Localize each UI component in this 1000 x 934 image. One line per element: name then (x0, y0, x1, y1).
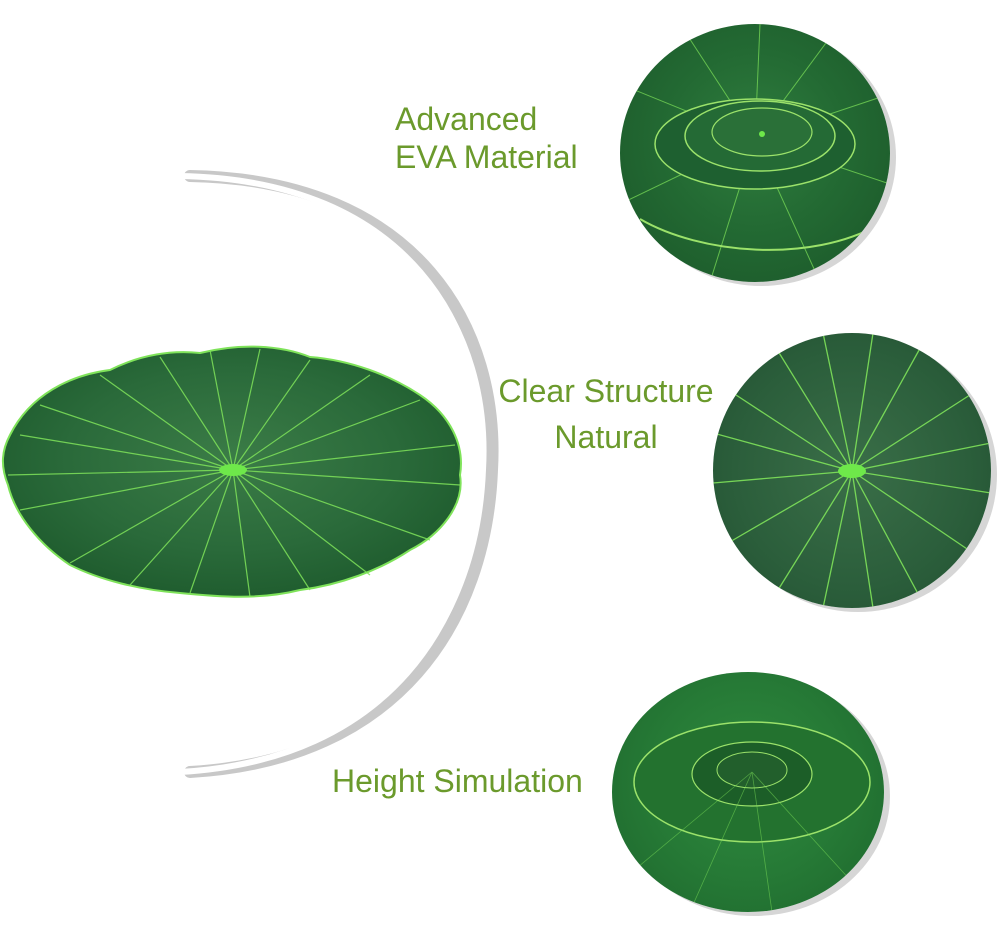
layered-lotus-image (612, 672, 884, 912)
lotus-leaf-main-image (2, 345, 462, 598)
leaf-vein-closeup-image (713, 333, 991, 608)
feature-label-height-simulation: Height Simulation (332, 763, 583, 799)
feature-label-clear-structure: Clear Structure Natural (498, 373, 714, 455)
stacked-lotus-closeup-image (620, 24, 890, 282)
feature-label-eva-material: Advanced EVA Material (395, 101, 578, 175)
